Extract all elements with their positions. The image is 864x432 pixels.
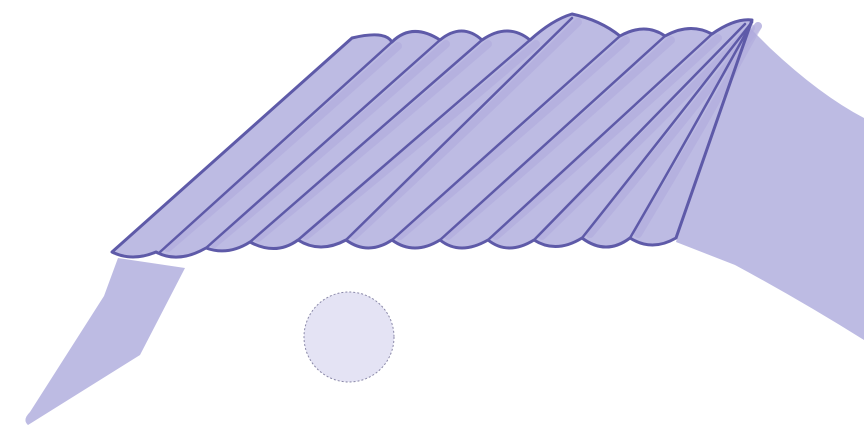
ball — [304, 292, 394, 382]
left-tube-section — [25, 258, 185, 425]
